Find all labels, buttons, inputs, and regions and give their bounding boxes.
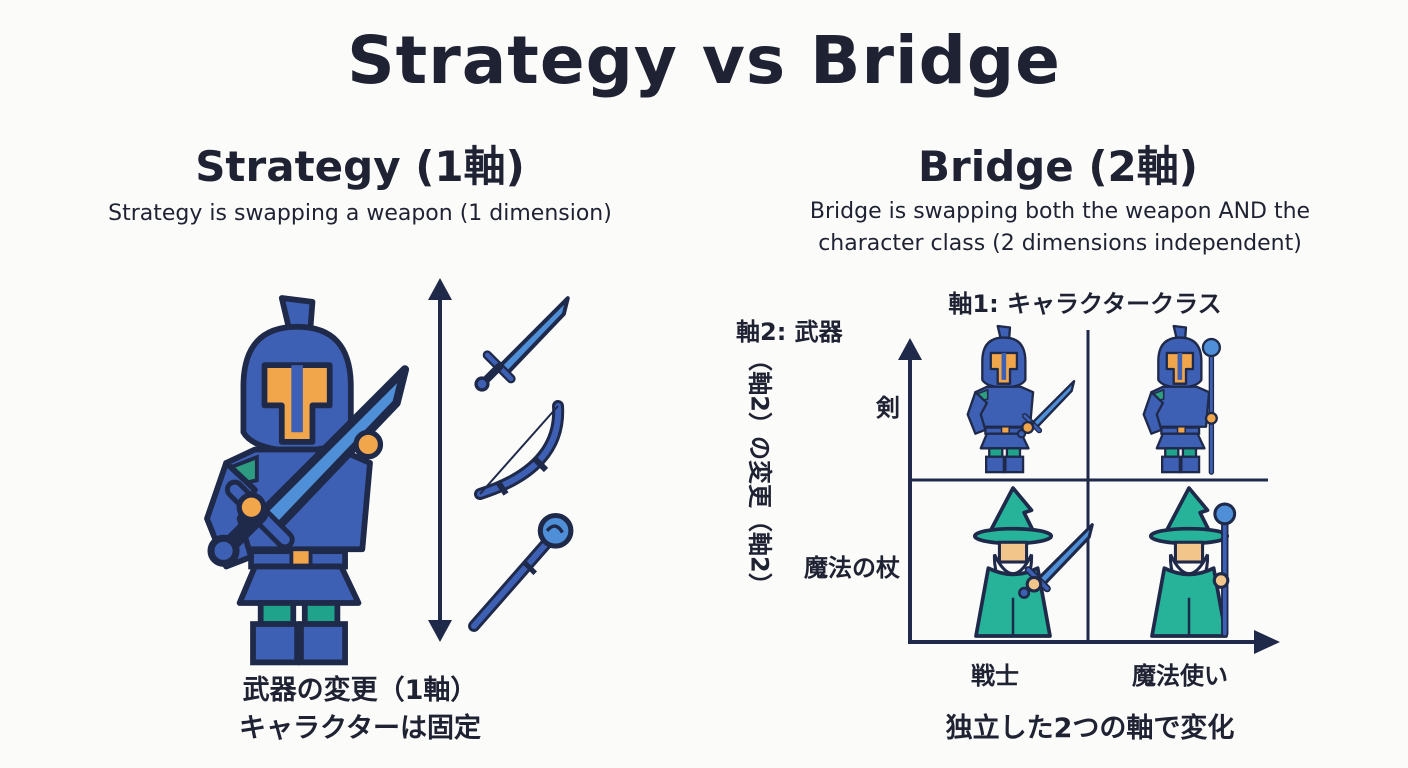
bridge-heading: Bridge (2軸) <box>918 142 1198 191</box>
page-title: Strategy vs Bridge <box>347 22 1061 99</box>
bridge-grid <box>898 330 1280 654</box>
bridge-caption: 独立した2つの軸で変化 <box>945 713 1235 744</box>
bridge-description-line2: character class (2 dimensions independen… <box>818 231 1302 256</box>
weapon-axis-arrow <box>428 278 452 642</box>
cell-warrior-sword <box>940 326 1080 476</box>
staff-icon <box>464 516 584 636</box>
axis1-label: 軸1: キャラクタークラス <box>948 290 1222 318</box>
axis2-label: 軸2: 武器 <box>736 318 843 346</box>
strategy-heading: Strategy (1軸) <box>195 142 525 191</box>
strategy-description: Strategy is swapping a weapon (1 dimensi… <box>108 201 612 226</box>
cell-wizard-sword <box>972 486 1078 638</box>
bow-icon <box>474 400 565 500</box>
cell-warrior-staff <box>1116 326 1221 475</box>
strategy-knight-illustration <box>182 298 422 638</box>
strategy-caption-line1: 武器の変更（1軸） <box>242 675 478 706</box>
row-label-sword: 剣 <box>876 394 900 422</box>
col-label-wizard: 魔法使い <box>1132 662 1228 690</box>
bridge-description-line1: Bridge is swapping both the weapon AND t… <box>809 199 1311 224</box>
row-label-staff: 魔法の杖 <box>804 554 900 582</box>
col-label-warrior: 戦士 <box>971 662 1019 690</box>
strategy-caption-line2: キャラクターは固定 <box>239 713 481 744</box>
cell-wizard-staff <box>1148 486 1237 638</box>
sword-icon <box>476 290 576 390</box>
